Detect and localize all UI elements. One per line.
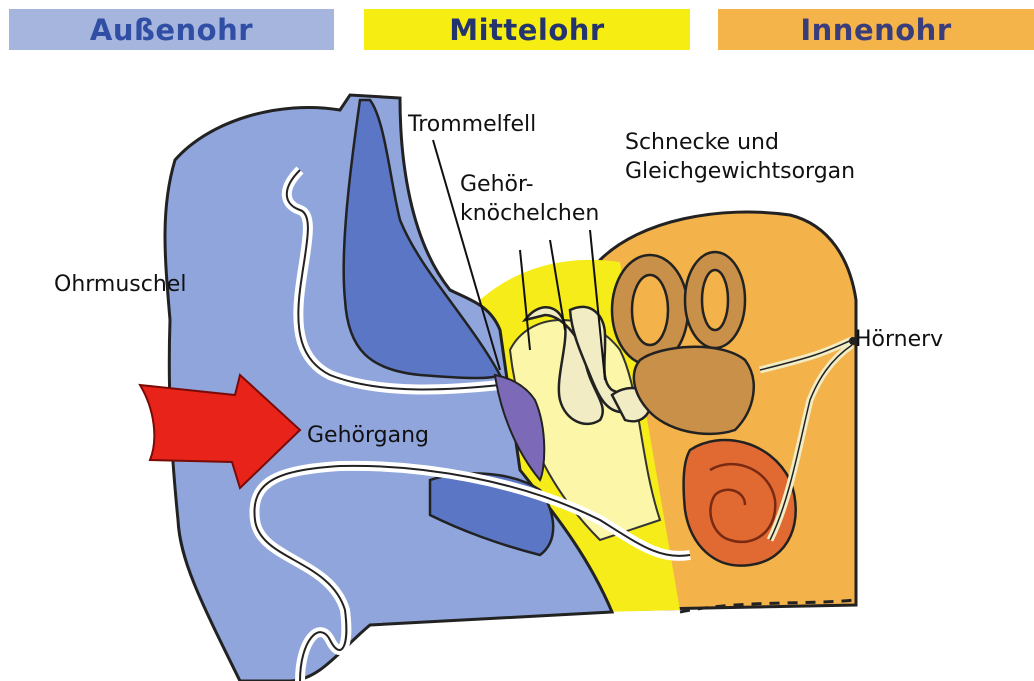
label-ossicles-line1: Gehör- bbox=[460, 170, 599, 199]
label-cochlea-vestibular: Schnecke und Gleichgewichtsorgan bbox=[625, 128, 855, 186]
label-ear-canal: Gehörgang bbox=[307, 421, 429, 450]
label-eardrum: Trommelfell bbox=[408, 110, 536, 139]
label-ossicles: Gehör- knöchelchen bbox=[460, 170, 599, 228]
label-ossicles-line2: knöchelchen bbox=[460, 199, 599, 228]
label-pinna: Ohrmuschel bbox=[54, 270, 186, 299]
label-cochlea-line2: Gleichgewichtsorgan bbox=[625, 157, 855, 186]
label-auditory-nerve: Hörnerv bbox=[855, 325, 943, 354]
label-cochlea-line1: Schnecke und bbox=[625, 128, 855, 157]
